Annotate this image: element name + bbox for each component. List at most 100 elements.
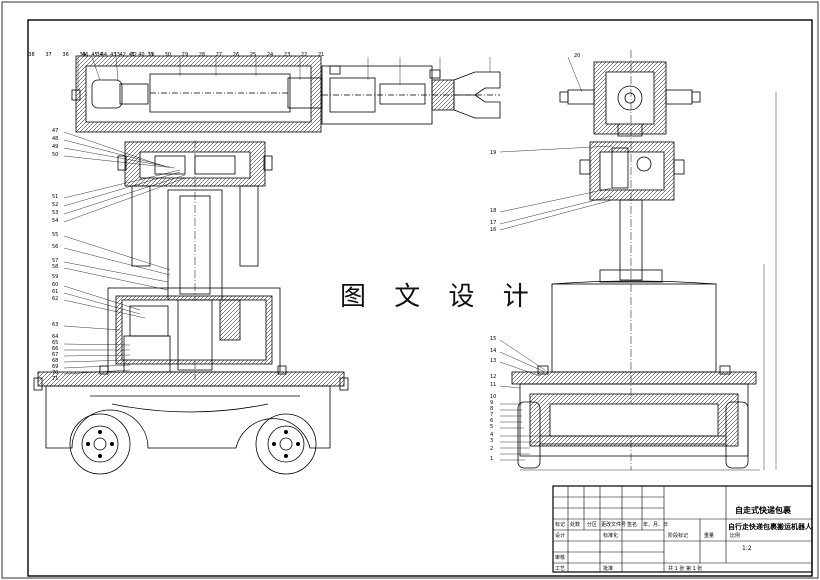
header-mark: 标记 xyxy=(555,522,566,528)
callout-39: 39 xyxy=(148,52,154,58)
callout-53: 53 xyxy=(52,210,58,216)
callout-60: 60 xyxy=(52,282,58,288)
callout-46: 46 xyxy=(82,52,88,58)
callout-15: 15 xyxy=(490,336,496,342)
callout-13: 13 xyxy=(490,358,496,364)
standardization-label: 标准化 xyxy=(603,533,619,539)
stage-label: 阶段标记 xyxy=(668,533,689,539)
callout-8: 8 xyxy=(490,406,493,412)
callout-33: 33 xyxy=(114,52,120,58)
callout-50: 50 xyxy=(52,152,58,158)
callout-2: 2 xyxy=(490,446,493,452)
leader-lines-left xyxy=(63,56,491,375)
front-view xyxy=(33,55,501,475)
callout-17: 17 xyxy=(490,220,496,226)
callout-42: 42 xyxy=(119,52,125,58)
callout-65: 65 xyxy=(52,340,58,346)
callout-21: 21 xyxy=(318,52,324,58)
title-block xyxy=(552,485,813,573)
callout-45: 45 xyxy=(91,52,97,58)
callout-32: 32 xyxy=(131,52,137,58)
callout-40: 40 xyxy=(138,52,144,58)
callout-71: 71 xyxy=(52,376,58,382)
callout-35: 35 xyxy=(79,52,85,58)
dimension-lines xyxy=(520,92,777,471)
drawing-title-line1: 自走式快递包裹 xyxy=(735,506,791,515)
approve-label: 批准 xyxy=(603,566,614,572)
callout-6: 6 xyxy=(490,418,493,424)
callout-3: 3 xyxy=(490,438,493,444)
callout-44: 44 xyxy=(101,52,107,58)
callout-37: 37 xyxy=(45,52,51,58)
callout-34: 34 xyxy=(96,52,102,58)
callout-36: 36 xyxy=(62,52,68,58)
watermark-text: 图 文 设 计 xyxy=(338,276,541,313)
weight-label: 重量 xyxy=(704,533,715,539)
callout-16: 16 xyxy=(490,227,496,233)
callout-27: 27 xyxy=(216,52,222,58)
review-label: 审核 xyxy=(555,555,566,561)
callout-67: 67 xyxy=(52,352,58,358)
callout-64: 64 xyxy=(52,334,58,340)
callout-14: 14 xyxy=(490,348,496,354)
process-label: 工艺 xyxy=(555,566,566,572)
callout-54: 54 xyxy=(52,218,58,224)
callout-49: 49 xyxy=(52,144,58,150)
drawing-scale: 1:2 xyxy=(742,545,752,552)
callout-48: 48 xyxy=(52,136,58,142)
header-date: 年、月、日 xyxy=(643,522,669,528)
callout-22: 22 xyxy=(301,52,307,58)
inner-frame xyxy=(27,19,813,577)
callout-11: 11 xyxy=(490,382,496,388)
callout-56: 56 xyxy=(52,244,58,250)
callout-38: 38 xyxy=(28,52,34,58)
callout-1: 1 xyxy=(490,456,493,462)
callout-23: 23 xyxy=(284,52,290,58)
callout-41: 41 xyxy=(129,52,135,58)
callout-28: 28 xyxy=(199,52,205,58)
callout-5: 5 xyxy=(490,424,493,430)
callout-68: 68 xyxy=(52,358,58,364)
scale-label: 比例 xyxy=(730,533,741,539)
callout-62: 62 xyxy=(52,296,58,302)
header-signature: 签名 xyxy=(627,522,638,528)
callout-9: 9 xyxy=(490,400,493,406)
callout-10: 10 xyxy=(490,394,496,400)
callout-20: 20 xyxy=(574,53,580,59)
callout-52: 52 xyxy=(52,202,58,208)
callout-69: 69 xyxy=(52,364,58,370)
header-count: 处数 xyxy=(570,522,581,528)
wheel-bolts xyxy=(86,430,300,458)
callout-58: 58 xyxy=(52,264,58,270)
callout-51: 51 xyxy=(52,194,58,200)
callout-25: 25 xyxy=(250,52,256,58)
side-view xyxy=(511,50,757,470)
callout-61: 61 xyxy=(52,289,58,295)
header-zone: 分区 xyxy=(587,522,598,528)
callout-59: 59 xyxy=(52,274,58,280)
callout-63: 63 xyxy=(52,322,58,328)
callout-19: 19 xyxy=(490,150,496,156)
callout-70: 70 xyxy=(52,370,58,376)
header-change-doc: 更改文件号 xyxy=(601,522,627,528)
callout-66: 66 xyxy=(52,346,58,352)
callout-47: 47 xyxy=(52,128,58,134)
callout-57: 57 xyxy=(52,258,58,264)
callout-7: 7 xyxy=(490,412,493,418)
callout-24: 24 xyxy=(267,52,273,58)
callout-43: 43 xyxy=(110,52,116,58)
callout-29: 29 xyxy=(182,52,188,58)
drawing-title-line2: 自行走快递包裹搬运机器人 xyxy=(728,523,812,531)
callout-30: 30 xyxy=(165,52,171,58)
callout-12: 12 xyxy=(490,374,496,380)
designer-label: 设计 xyxy=(555,533,566,539)
callout-26: 26 xyxy=(233,52,239,58)
callout-31: 31 xyxy=(148,52,154,58)
sheet-count: 共 1 张 第 1 张 xyxy=(668,566,703,572)
leader-lines-right xyxy=(499,56,613,461)
callout-18: 18 xyxy=(490,208,496,214)
callout-4: 4 xyxy=(490,432,493,438)
